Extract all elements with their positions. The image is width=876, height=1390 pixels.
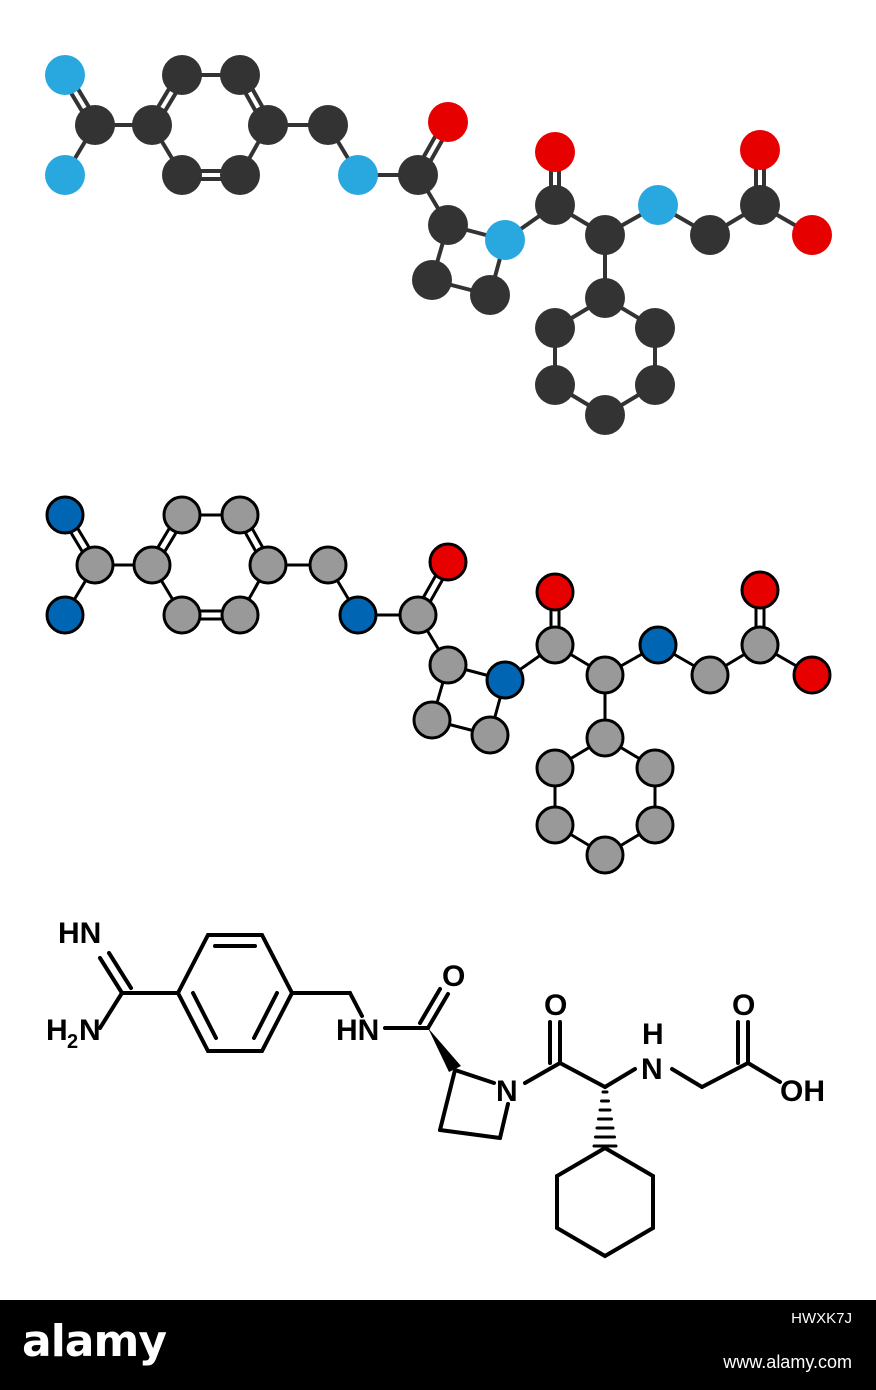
carbon-atom <box>635 805 675 845</box>
carbon-atom <box>585 835 625 875</box>
nitrogen-atom <box>638 185 678 225</box>
label-amide-nh: HN <box>336 1014 379 1047</box>
carbon-atom <box>220 495 260 535</box>
oxygen-atom <box>792 655 832 695</box>
carbon-atom <box>412 260 452 300</box>
carbon-atom <box>635 365 675 405</box>
label-imine-nh: HN <box>58 917 101 950</box>
carbon-atom <box>75 545 115 585</box>
carbon-atom <box>220 595 260 635</box>
carbon-atom <box>412 700 452 740</box>
nitrogen-atom <box>45 55 85 95</box>
site-url[interactable]: www.alamy.com <box>723 1352 852 1372</box>
carbon-atom <box>162 155 202 195</box>
label-amide-o: O <box>442 960 465 993</box>
brand-logo[interactable]: alamy <box>22 1316 167 1367</box>
nitrogen-atom <box>45 495 85 535</box>
label-ketone-o: O <box>544 989 567 1022</box>
carbon-atom <box>585 395 625 435</box>
oxygen-atom <box>740 130 780 170</box>
carbon-atom <box>132 545 172 585</box>
carbon-atom <box>132 105 172 145</box>
label-amine-n: N <box>79 1014 101 1047</box>
carbon-atom <box>398 595 438 635</box>
carbon-atom <box>162 495 202 535</box>
carbon-atom <box>75 105 115 145</box>
molecule-illustration: HN H 2 N HN O N O H N O OH <box>45 55 832 1259</box>
carbon-atom <box>740 625 780 665</box>
stock-image-id: HWXK7J <box>791 1310 852 1327</box>
carbon-atom <box>535 805 575 845</box>
skeletal-atom-labels: HN H 2 N HN O N O H N O OH <box>46 917 825 1108</box>
nitrogen-atom <box>338 155 378 195</box>
nitrogen-atom <box>638 625 678 665</box>
carbon-atom <box>535 308 575 348</box>
nitrogen-atom <box>485 660 525 700</box>
carbon-atom <box>690 655 730 695</box>
carbon-atom <box>220 155 260 195</box>
carbon-atom <box>470 715 510 755</box>
carbon-atom <box>585 655 625 695</box>
footer-banner: alamy HWXK7J www.alamy.com <box>0 1300 876 1390</box>
label-amine-h-top: H <box>642 1018 664 1051</box>
carbon-atom <box>585 278 625 318</box>
ball-and-stick-model-outlined <box>45 495 832 875</box>
hashed-stereo-bond <box>592 1090 618 1148</box>
carbon-atom <box>398 155 438 195</box>
carbon-atom <box>162 595 202 635</box>
carbon-atom <box>535 625 575 665</box>
carbon-atom <box>635 308 675 348</box>
carbon-atom <box>690 215 730 255</box>
oxygen-atom <box>740 570 780 610</box>
carbon-atom <box>428 205 468 245</box>
carbon-atom <box>535 185 575 225</box>
oxygen-atom <box>428 102 468 142</box>
carbon-atom <box>248 545 288 585</box>
carbon-atom <box>308 105 348 145</box>
label-acid-oh: OH <box>780 1075 825 1108</box>
nitrogen-atom <box>45 155 85 195</box>
oxygen-atom <box>535 132 575 172</box>
carbon-atom <box>535 748 575 788</box>
oxygen-atom <box>428 542 468 582</box>
carbon-atom <box>585 718 625 758</box>
carbon-atom <box>740 185 780 225</box>
label-amine-h: H <box>46 1014 68 1047</box>
label-azetidine-n: N <box>496 1075 518 1108</box>
carbon-atom <box>428 645 468 685</box>
oxygen-atom <box>535 572 575 612</box>
nitrogen-atom <box>485 220 525 260</box>
oxygen-atom <box>792 215 832 255</box>
skeletal-formula <box>98 933 782 1259</box>
carbon-atom <box>248 105 288 145</box>
carbon-atom <box>535 365 575 405</box>
carbon-atom <box>220 55 260 95</box>
carbon-atom <box>635 748 675 788</box>
label-acid-o: O <box>732 989 755 1022</box>
carbon-atom <box>470 275 510 315</box>
nitrogen-atom <box>45 595 85 635</box>
carbon-atom <box>308 545 348 585</box>
nitrogen-atom <box>338 595 378 635</box>
carbon-atom <box>162 55 202 95</box>
label-amine-sub: 2 <box>67 1031 78 1053</box>
ball-and-stick-model-dark <box>45 55 832 435</box>
carbon-atom <box>585 215 625 255</box>
label-amine-n-mid: N <box>641 1053 663 1086</box>
